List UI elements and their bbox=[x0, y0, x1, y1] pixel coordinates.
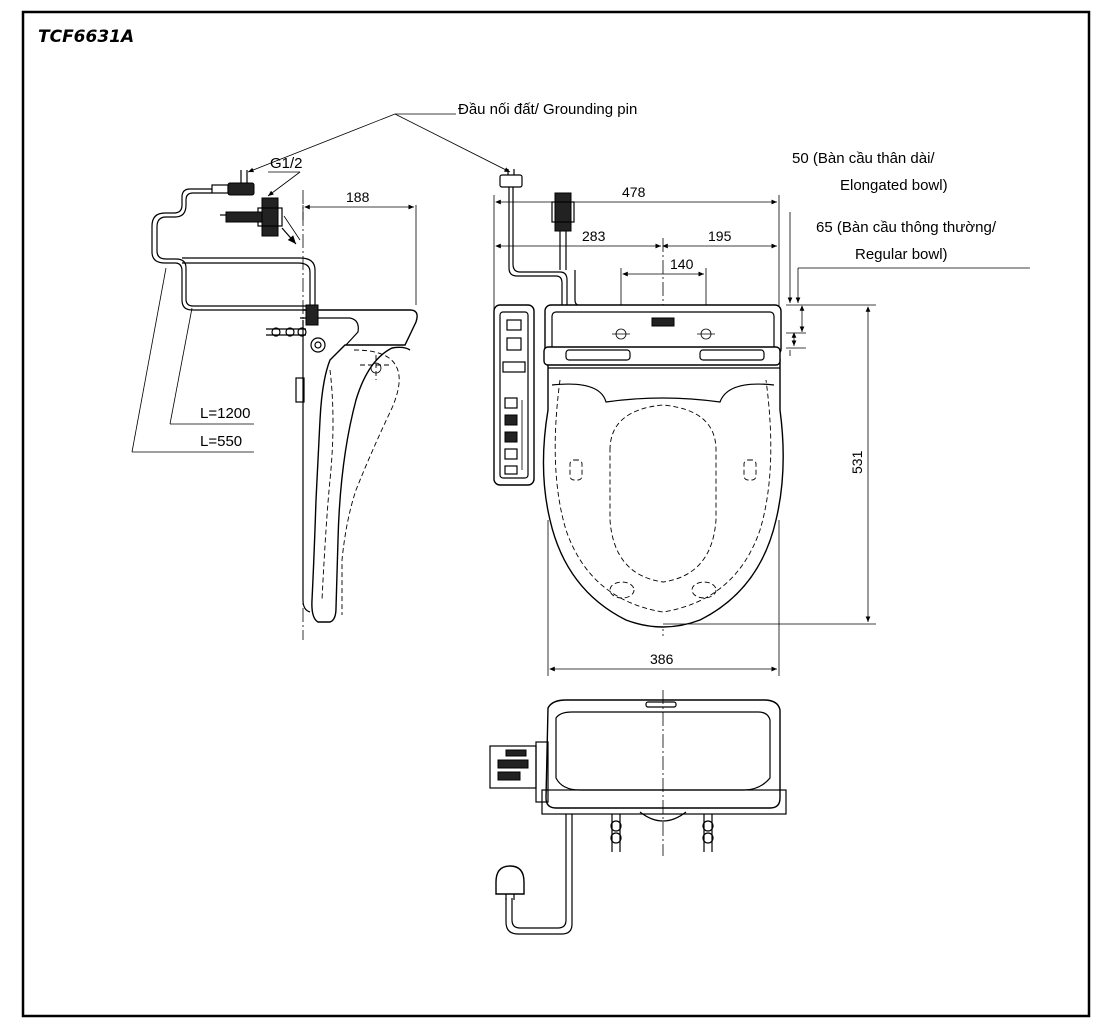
top-plug-icon bbox=[499, 174, 523, 188]
grounding-pin-label: Đầu nối đất/ Grounding pin bbox=[458, 101, 637, 118]
side-seat-profile bbox=[303, 309, 418, 623]
front-plug-icon bbox=[495, 865, 525, 895]
front-view bbox=[489, 690, 787, 935]
side-depth-dim: 188 bbox=[346, 189, 370, 205]
valve-body bbox=[261, 197, 279, 237]
overall-width-dim: 478 bbox=[622, 184, 646, 200]
left-offset-dim: 283 bbox=[582, 228, 606, 244]
seat-outline bbox=[542, 359, 784, 628]
front-remote bbox=[489, 745, 537, 789]
elongated-line2: Elongated bowl) bbox=[840, 177, 948, 194]
model-title: TCF6631A bbox=[38, 27, 134, 47]
top-view: 478 283 195 140 bbox=[493, 150, 1030, 676]
remote-control bbox=[493, 304, 535, 486]
right-offset-dim: 195 bbox=[708, 228, 732, 244]
cable-long-label: L=1200 bbox=[200, 405, 250, 422]
elongated-line1: 50 (Bàn cầu thân dài/ bbox=[792, 150, 935, 167]
grounding-pin-callout: Đầu nối đất/ Grounding pin bbox=[247, 101, 637, 173]
seat-width-dim: 386 bbox=[650, 651, 674, 667]
thread-label: G1/2 bbox=[270, 155, 303, 172]
side-plug-icon bbox=[227, 182, 255, 196]
cable-short-label: L=550 bbox=[200, 433, 242, 450]
regular-line2: Regular bowl) bbox=[855, 246, 948, 263]
regular-line1: 65 (Bàn cầu thông thường/ bbox=[816, 219, 997, 236]
seat-length-dim: 531 bbox=[849, 450, 865, 474]
bolt-spacing-dim: 140 bbox=[670, 256, 694, 272]
sheet-frame bbox=[21, 10, 1091, 1018]
side-view: G1/2 188 L=1200 bbox=[131, 155, 418, 640]
front-seat-body bbox=[545, 699, 781, 809]
